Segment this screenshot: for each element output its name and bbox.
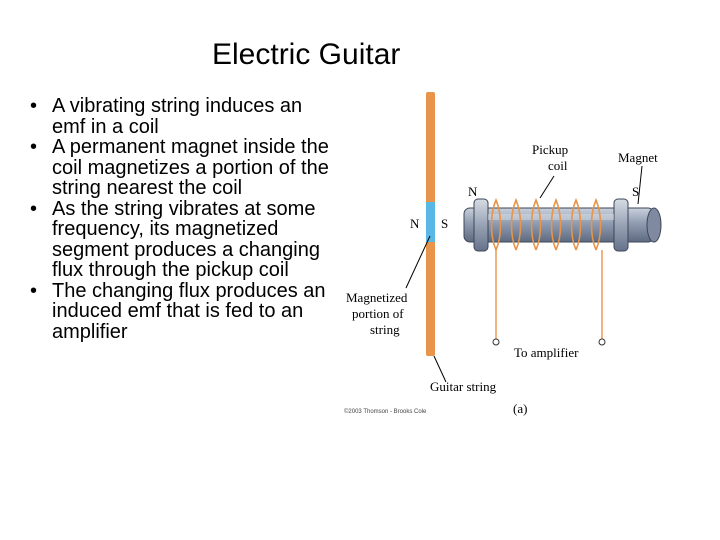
terminal-icon [598, 338, 606, 346]
bullet-text: As the string vibrates at some frequency… [52, 197, 320, 281]
guitar-string-pointer [433, 355, 447, 383]
amplifier-label: To amplifier [514, 345, 579, 360]
slide-title: Electric Guitar [212, 38, 401, 71]
bullet-text: A permanent magnet inside the coil magne… [52, 136, 329, 199]
bullet-icon: • [30, 279, 38, 302]
bullet-item: • The changing flux produces an induced e… [30, 279, 330, 343]
pickup-coil-icon [490, 197, 602, 251]
bullet-item: • A permanent magnet inside the coil magn… [30, 137, 330, 199]
pickup-pointer [539, 175, 555, 199]
bullet-list: • A vibrating string induces an emf in a … [30, 96, 330, 342]
bullet-text: A vibrating string induces an emf in a c… [52, 95, 303, 138]
magnetized-portion [426, 202, 435, 242]
pickup-diagram: N S P [340, 86, 690, 426]
amplifier-leads [495, 250, 603, 340]
magnetized-pointer [405, 235, 431, 289]
magnetized-label: portion of [352, 306, 404, 321]
magnetized-label: string [370, 322, 400, 337]
magnet-pointer [637, 165, 643, 205]
south-label: S [632, 184, 639, 199]
bullet-icon: • [30, 95, 38, 117]
bullet-item: • As the string vibrates at some frequenc… [30, 197, 330, 281]
panel-label: (a) [513, 401, 527, 416]
magnetized-label: Magnetized [346, 290, 408, 305]
pickup-coil-label: Pickup [532, 142, 568, 157]
terminal-icon [492, 338, 500, 346]
magnet-label: Magnet [618, 150, 658, 165]
string-north-label: N [410, 216, 420, 231]
bullet-icon: • [30, 136, 38, 158]
bullet-item: • A vibrating string induces an emf in a … [30, 96, 330, 137]
bullet-icon: • [30, 197, 38, 220]
copyright-text: ©2003 Thomson - Brooks Cole [344, 408, 427, 415]
guitar-string-label: Guitar string [430, 379, 497, 394]
pickup-coil-label: coil [548, 158, 568, 173]
north-label: N [468, 184, 478, 199]
bullet-text: The changing flux produces an induced em… [52, 279, 326, 343]
string-south-label: S [441, 216, 448, 231]
